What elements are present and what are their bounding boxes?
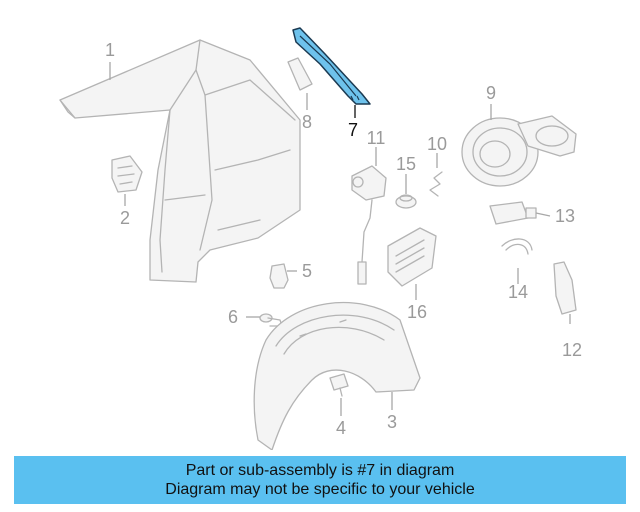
bolt-part: [329, 373, 349, 397]
wheelhouse-liner-part: [253, 301, 421, 450]
callout-7: 7: [348, 120, 358, 140]
callout-6: 6: [228, 307, 238, 327]
callout-8: 8: [302, 112, 312, 132]
fuel-filler-housing-part: [461, 115, 577, 187]
callout-14: 14: [508, 282, 528, 302]
side-bracket-part: [553, 261, 577, 315]
banner-line-part-number: Part or sub-assembly is #7 in diagram: [185, 462, 455, 479]
fuel-door-actuator-part: [351, 165, 387, 285]
clip-part-10: [429, 171, 443, 197]
clip-part-5: [269, 263, 289, 289]
bracket-part-2: [111, 155, 143, 193]
lock-motor-part: [489, 201, 537, 225]
quarter-panel-part: [59, 39, 301, 283]
leader-lines: [109, 62, 571, 416]
callout-11: 11: [367, 128, 386, 148]
hose-part: [501, 238, 533, 255]
callout-15: 15: [396, 154, 416, 174]
vent-part: [387, 227, 437, 287]
callout-9: 9: [486, 83, 496, 103]
callout-4: 4: [336, 418, 346, 438]
callout-13: 13: [555, 206, 575, 226]
callout-3: 3: [387, 412, 397, 432]
parts-diagram: 1 2 3 4 5 6 7 8 9 10 11 12 13 14 15 16: [59, 27, 582, 450]
callout-1: 1: [105, 40, 115, 60]
callout-12: 12: [562, 340, 582, 360]
callout-16: 16: [407, 302, 427, 322]
info-banner: Part or sub-assembly is #7 in diagram Di…: [14, 456, 626, 504]
callout-2: 2: [120, 208, 130, 228]
callout-5: 5: [302, 261, 312, 281]
callout-labels: 1 2 3 4 5 6 7 8 9 10 11 12 13 14 15 16: [105, 40, 582, 438]
reinforcement-strip-part-7: [292, 27, 371, 105]
bracket-part-8: [287, 57, 313, 91]
callout-10: 10: [427, 134, 447, 154]
banner-line-disclaimer: Diagram may not be specific to your vehi…: [165, 481, 475, 498]
grommet-part: [395, 194, 417, 209]
